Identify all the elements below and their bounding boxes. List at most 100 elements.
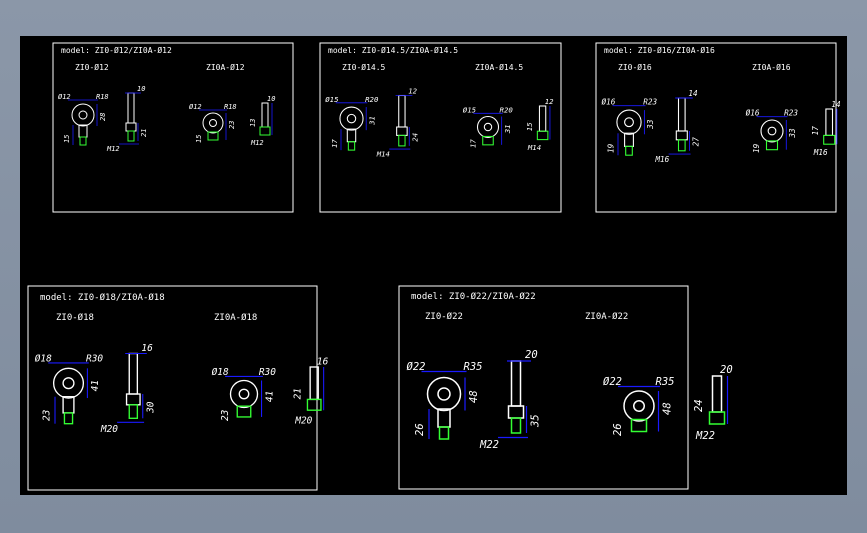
lug-thread-sleeve [207,131,219,141]
dim-stud-width-label: 10 [137,85,145,93]
dim-stud-height-label: 13 [249,119,257,127]
lug-neck [78,124,88,138]
dim-stud-width-label: 10 [267,95,275,103]
stud-thread [127,130,135,142]
right-part-label: ZI0A-Ø16 [752,62,791,72]
dim-stud-width-label: 14 [688,89,698,98]
panel-title: model: ZI0-Ø14.5/ZI0A-Ø14.5 [328,45,458,55]
lug-neck [437,408,451,428]
dim-dia-label: Ø16 [602,98,616,107]
right-part-label: ZI0A-Ø18 [214,312,257,323]
drawing-panel-4[interactable]: model: ZI0-Ø18/ZI0A-Ø18 ZI0-Ø18 ZI0A-Ø18 [27,285,318,491]
panel-title: model: ZI0-Ø22/ZI0A-Ø22 [411,291,536,302]
ring-lug-outline [339,106,364,131]
dim-radius-label: R23 [784,109,798,118]
dim-stud-height-label: 35 [530,414,542,428]
left-part-label: ZI0-Ø18 [56,312,94,323]
dim-radius-label: R30 [259,367,276,378]
ring-lug-outline [426,376,462,412]
ring-lug-hole [346,113,357,124]
ring-lug-hole [624,117,634,128]
ring-lug-outline [760,119,784,143]
panel-frame [398,285,689,490]
ring-lug-hole [209,119,217,127]
left-part-label: ZI0-Ø16 [618,62,652,72]
right-part-label: ZI0A-Ø12 [206,62,245,72]
lug-thread [625,145,633,156]
ring-lug-hole [633,400,645,412]
dim-stud-width-label: 14 [831,100,841,109]
lug-thread-sleeve [765,140,779,151]
dim-dia-label: Ø16 [746,109,760,118]
stud-shank [127,92,135,124]
dim-thread-label: M14 [376,149,390,158]
dim-neck-label: 23 [42,409,53,421]
stud-shank [825,108,834,136]
ring-lug-outline [623,390,655,422]
dim-stud-width-label: 12 [408,86,417,95]
dim-stud-height-label: 21 [293,388,304,399]
dim-ring-height-label: 23 [228,121,236,129]
dim-stud-height-label: 24 [693,399,705,412]
stud-collar [396,126,408,136]
panel-frame [52,42,294,213]
ring-lug-hole [767,126,777,136]
dim-stud-width-label: 12 [545,97,554,106]
lug-thread [438,426,450,440]
stud-collar [125,393,141,406]
ring-lug-outline [616,109,642,135]
dim-dia-label: Ø22 [603,376,622,388]
ring-lug-outline [202,112,224,134]
dim-radius-label: R35 [464,361,483,373]
stud-collar [507,405,525,419]
dim-ring-height-label: 31 [368,116,377,126]
stud-shank [261,102,269,128]
panel-title: model: ZI0-Ø12/ZI0A-Ø12 [61,45,172,55]
dim-neck-label: 17 [330,139,339,148]
stud-thread [677,139,686,152]
dim-thread-label: M20 [100,424,118,435]
left-part-label: ZI0-Ø14.5 [342,62,386,72]
dim-neck-label: 19 [752,143,761,153]
dim-radius-label: R20 [500,105,514,114]
dim-ring-height-label: 41 [90,380,101,391]
lug-neck [624,132,634,147]
dim-dia-label: Ø12 [58,93,71,101]
drawing-panel-2[interactable]: model: ZI0-Ø14.5/ZI0A-Ø14.5 ZI0-Ø14.5 ZI… [319,42,562,213]
dim-radius-label: R20 [365,95,379,104]
stud-thread-nut [823,134,836,145]
drawing-panel-1[interactable]: model: ZI0-Ø12/ZI0A-Ø12 ZI0-Ø12 ZI0A-Ø12 [52,42,294,213]
dim-thread-label: M20 [294,416,312,427]
ring-lug-outline [476,115,500,139]
dim-radius-label: R18 [96,93,109,101]
lug-thread [63,412,74,425]
ring-lug-outline [52,367,85,399]
dim-thread-label: M22 [695,430,715,442]
dim-neck-label: 15 [195,135,203,143]
panel-frame [27,285,318,491]
drawing-panel-5[interactable]: model: ZI0-Ø22/ZI0A-Ø22 ZI0-Ø22 ZI0A-Ø22 [398,285,689,490]
stud-shank [538,105,547,132]
drawing-panel-3[interactable]: model: ZI0-Ø16/ZI0A-Ø16 ZI0-Ø16 ZI0A-Ø16 [595,42,837,213]
left-part-label: ZI0-Ø12 [75,62,109,72]
right-part-label: ZI0A-Ø14.5 [475,62,523,72]
lug-thread [79,136,87,146]
ring-lug-hole [62,377,75,390]
lug-thread-sleeve [482,135,494,146]
stud-thread-nut [708,411,726,425]
dim-neck-label: 19 [607,143,616,153]
stud-shank [398,94,406,128]
ring-lug-outline [229,379,259,409]
dim-stud-width-label: 16 [141,343,153,354]
stud-thread-nut [536,130,549,141]
dim-neck-label: 26 [612,423,624,436]
dim-ring-height-label: 33 [646,119,655,130]
dim-thread-label: M12 [106,145,120,153]
dim-neck-label: 15 [63,135,71,143]
